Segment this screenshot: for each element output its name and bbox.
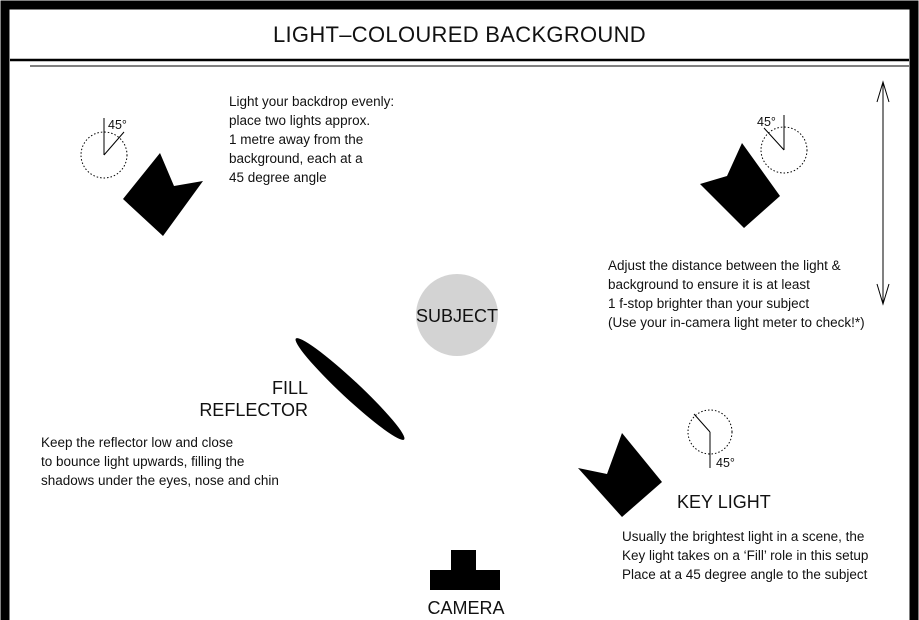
camera-label: CAMERA [427,598,505,618]
double-arrow-icon [876,80,890,306]
distance-note: Adjust the distance between the light & … [608,258,865,330]
light-head-icon [123,153,203,236]
reflector-note: Keep the reflector low and close to boun… [41,435,279,488]
fill-reflector-label: FILL REFLECTOR [199,378,308,420]
angle-label-key: 45° [716,456,735,470]
angle-label-left: 45° [108,118,127,132]
angle-icon [687,409,733,468]
angle-label-right: 45° [757,115,776,129]
backdrop-note: Light your backdrop evenly: place two li… [229,94,395,185]
reflector-icon [295,338,405,440]
subject-label: SUBJECT [416,306,499,326]
camera-icon [430,550,500,590]
subject-circle [416,274,498,356]
key-light-note: Usually the brightest light in a scene, … [622,529,869,582]
light-head-icon [700,143,780,228]
angle-icon [80,118,128,179]
key-light-label: KEY LIGHT [677,492,771,512]
angle-icon [760,115,808,174]
light-head-icon [578,433,662,517]
page-title: LIGHT–COLOURED BACKGROUND [272,22,646,47]
